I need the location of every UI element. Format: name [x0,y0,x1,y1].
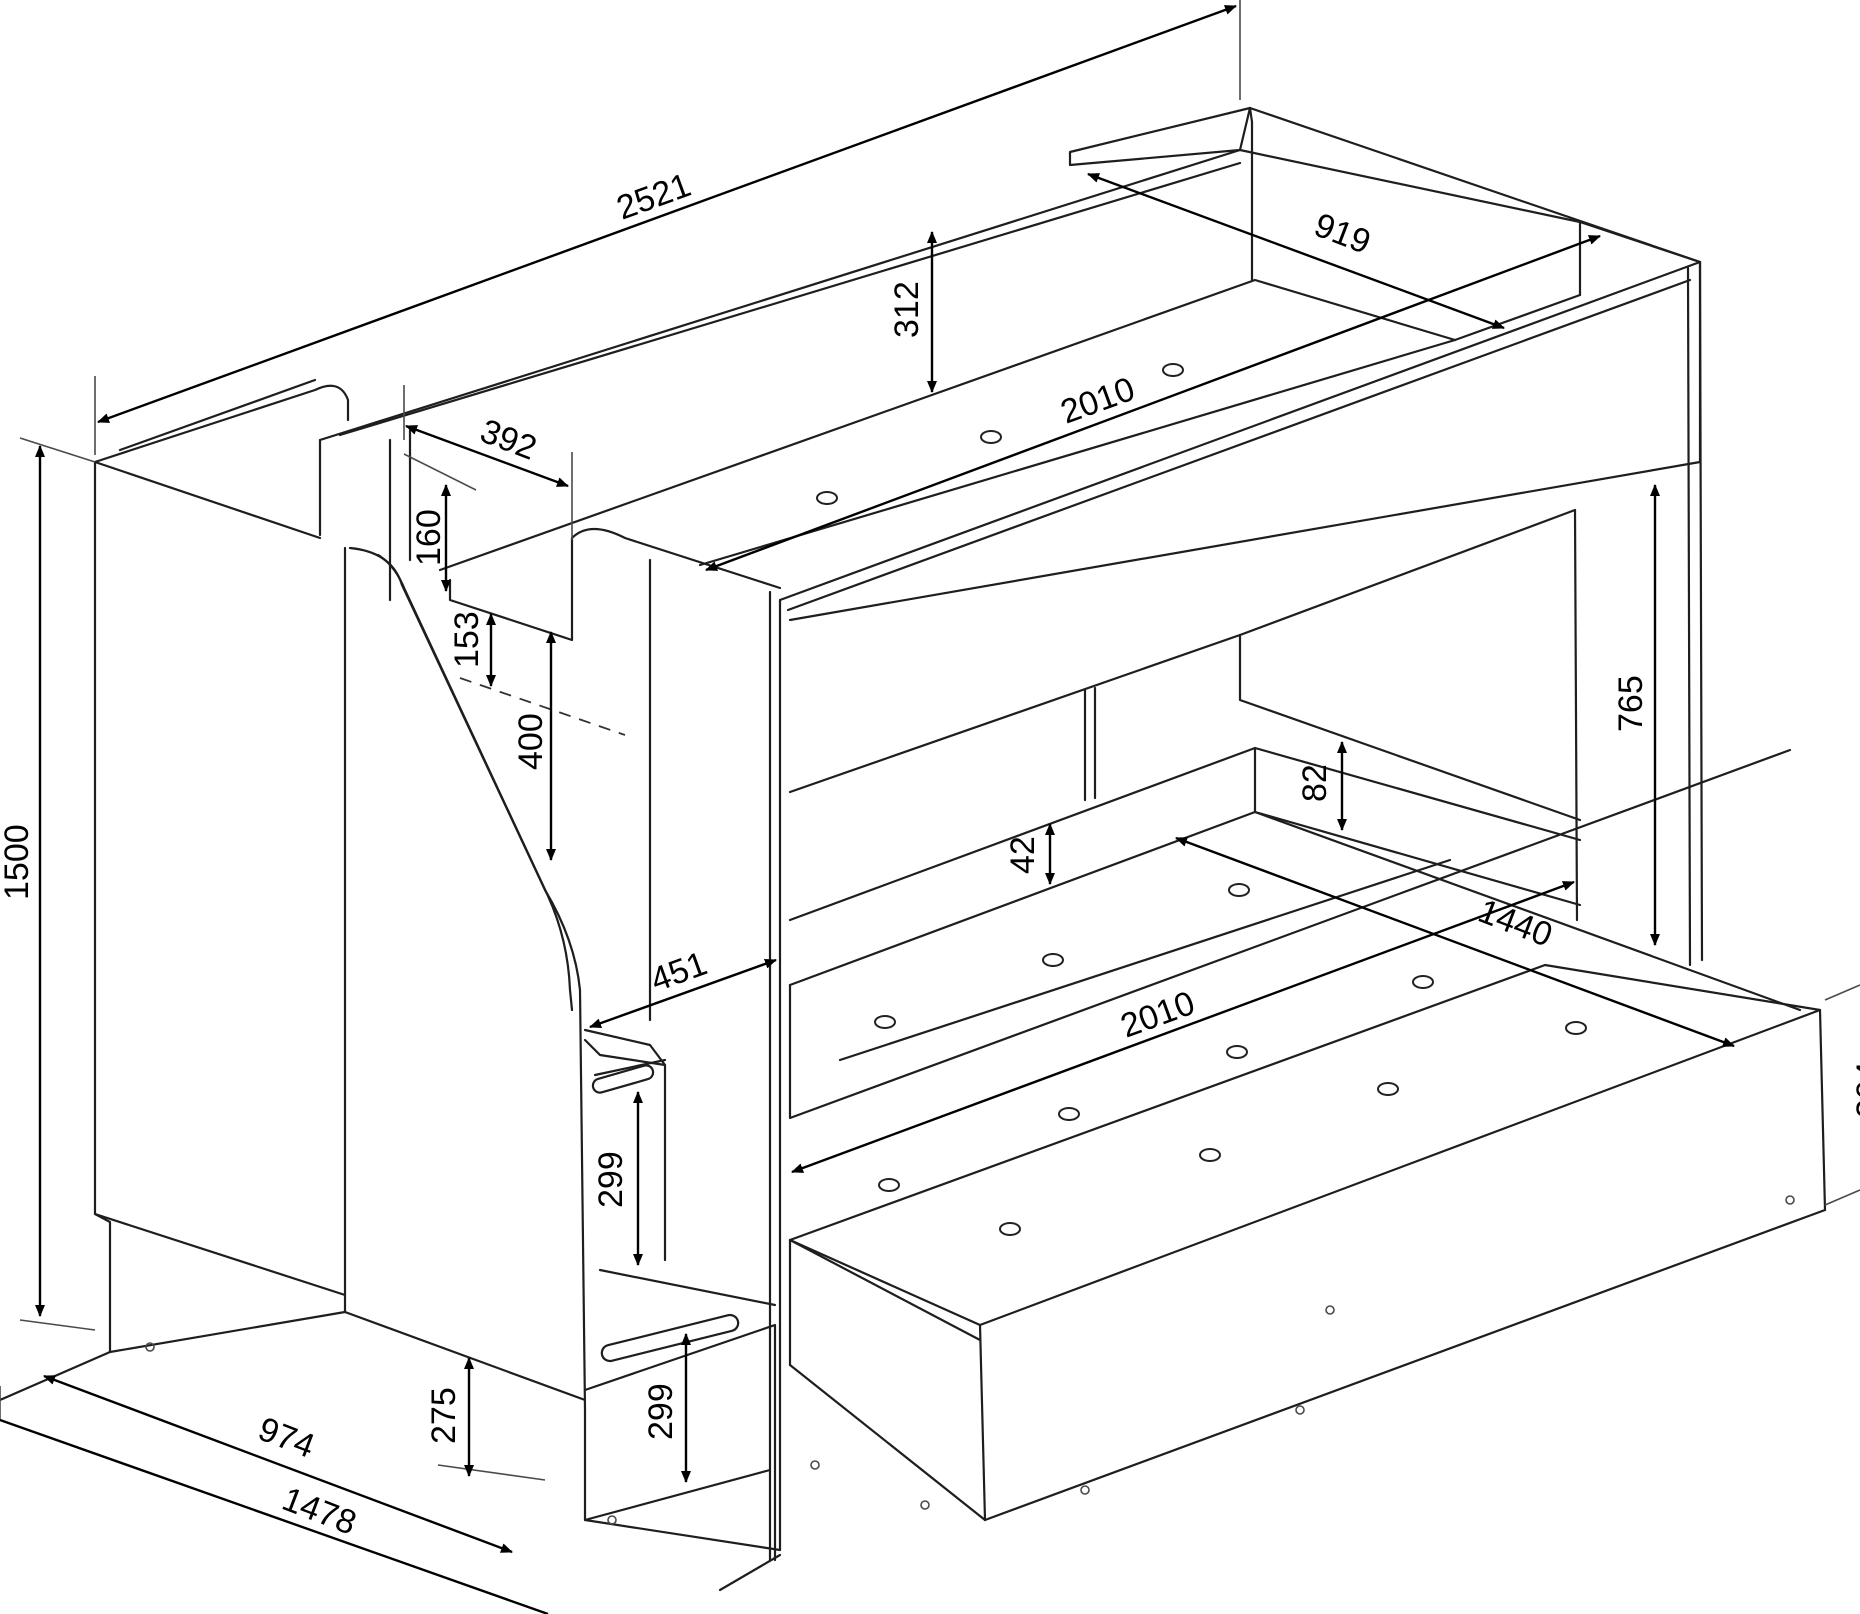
hidden-line [459,677,626,736]
dim-400: 400 [512,713,550,770]
dim-312: 312 [888,281,926,338]
dim-451: 451 [646,944,712,999]
dim-82: 82 [1296,764,1334,802]
dim-919: 919 [1309,206,1376,262]
dim-299-lower: 299 [642,1383,680,1440]
dim-304: 304 [1850,1061,1860,1118]
dim-1440: 1440 [1473,892,1557,955]
dim-42: 42 [1004,836,1042,874]
dim-392: 392 [475,412,542,468]
dim-1500: 1500 [0,824,36,900]
dim-275: 275 [425,1387,463,1444]
dim-160: 160 [410,509,448,566]
dim-765: 765 [1612,675,1650,732]
dim-153: 153 [448,611,486,668]
dim-299-upper: 299 [592,1151,630,1208]
dimension-labels: 2521 1500 919 312 2010 392 160 153 400 4… [0,166,1860,1543]
dim-2010-top: 2010 [1056,370,1140,432]
